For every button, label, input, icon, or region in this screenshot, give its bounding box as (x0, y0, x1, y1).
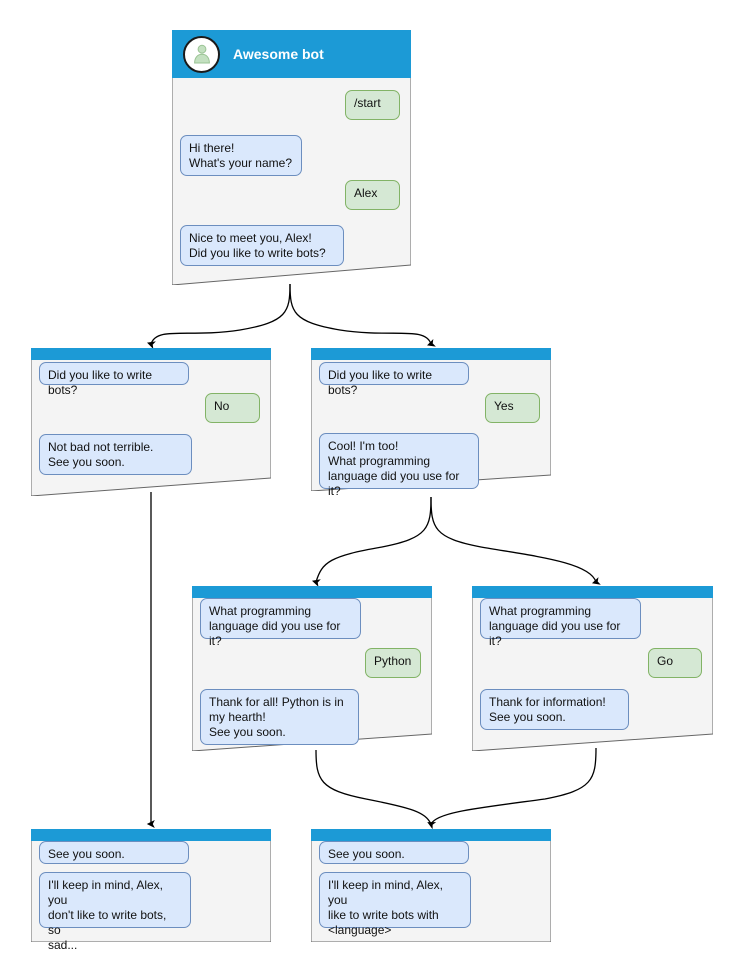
message-bubble-bot: Thank for all! Python is in my hearth! S… (200, 689, 359, 745)
card-header (192, 586, 432, 598)
chat-area: See you soon. I'll keep in mind, Alex, y… (311, 841, 551, 942)
card-header (311, 348, 551, 360)
end-sad-card[interactable]: See you soon. I'll keep in mind, Alex, y… (31, 829, 271, 952)
connector-python-to-end-happy (315, 749, 432, 825)
avatar (183, 35, 220, 73)
card-header (472, 586, 713, 598)
did-you-like-yes-card[interactable]: Did you like to write bots? Yes Cool! I'… (311, 348, 551, 498)
message-bubble-user: Go (648, 648, 702, 678)
card-header: Awesome bot (172, 30, 411, 78)
card-header (311, 829, 551, 841)
chat-area: Did you like to write bots? No Not bad n… (31, 360, 271, 496)
message-bubble-bot: Cool! I'm too! What programming language… (319, 433, 479, 498)
connector-root-to-yes (289, 283, 436, 347)
connector-yes-to-python (311, 496, 432, 587)
card-header (31, 348, 271, 360)
message-bubble-bot: I'll keep in mind, Alex, you don't like … (39, 872, 191, 952)
message-bubble-bot: See you soon. (319, 841, 469, 864)
message-bubble-bot: Not bad not terrible. See you soon. (39, 434, 192, 475)
message-bubble-bot: I'll keep in mind, Alex, you like to wri… (319, 872, 471, 937)
message-bubble-bot: What programming language did you use fo… (200, 598, 361, 648)
connector-yes-to-go (430, 496, 601, 585)
chat-area: What programming language did you use fo… (472, 598, 713, 751)
connector-go-to-end-happy (427, 747, 597, 830)
message-bubble-bot: Did you like to write bots? (39, 362, 189, 397)
message-bubble-user: Alex (345, 180, 400, 210)
message-bubble-bot: Thank for information! See you soon. (480, 689, 629, 730)
chat-area: What programming language did you use fo… (192, 598, 432, 751)
person-icon (193, 44, 210, 64)
language-go-card[interactable]: What programming language did you use fo… (472, 586, 713, 751)
chat-area: Did you like to write bots? Yes Cool! I'… (311, 360, 551, 498)
connector-root-to-no (147, 283, 291, 350)
end-happy-card[interactable]: See you soon. I'll keep in mind, Alex, y… (311, 829, 551, 942)
message-bubble-user: Yes (485, 393, 540, 423)
did-you-like-no-card[interactable]: Did you like to write bots? No Not bad n… (31, 348, 271, 496)
message-bubble-bot: See you soon. (39, 841, 189, 864)
awesome-bot-root-card[interactable]: Awesome bot /start Hi there! What's your… (172, 30, 411, 285)
message-bubble-user: /start (345, 90, 400, 120)
message-bubble-bot: Nice to meet you, Alex! Did you like to … (180, 225, 344, 266)
message-bubble-bot: Hi there! What's your name? (180, 135, 302, 176)
message-bubble-user: No (205, 393, 260, 423)
chat-area: /start Hi there! What's your name? Alex … (172, 78, 411, 285)
card-header (31, 829, 271, 841)
language-python-card[interactable]: What programming language did you use fo… (192, 586, 432, 751)
chat-area: See you soon. I'll keep in mind, Alex, y… (31, 841, 271, 952)
message-bubble-bot: What programming language did you use fo… (480, 598, 641, 648)
message-bubble-bot: Did you like to write bots? (319, 362, 469, 397)
bot-title: Awesome bot (233, 46, 324, 62)
message-bubble-user: Python (365, 648, 421, 678)
